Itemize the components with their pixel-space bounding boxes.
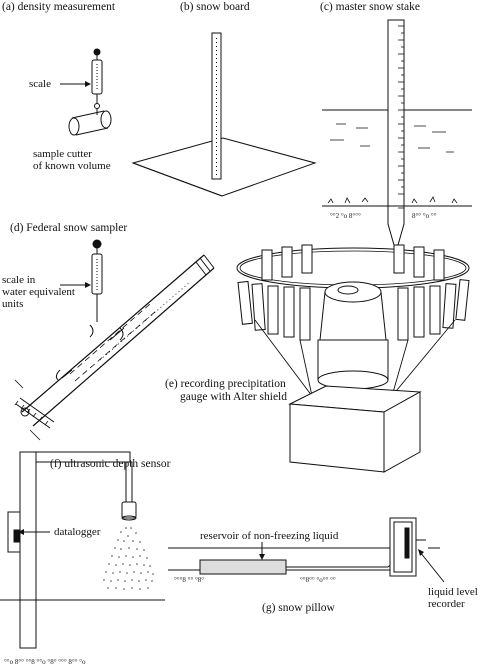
caption-federal-snow-sampler: (d) Federal snow sampler (10, 222, 128, 234)
snow-pillow-drawing: °°°8 °° °8° °°8°° °o°° °° (168, 518, 444, 584)
svg-text:°°o 8°° °°8 °°o °8° °°° 8°° °o: °°o 8°° °°8 °°o °8° °°° 8°° °o (4, 658, 86, 666)
master-snow-stake-drawing: °°2 °o 8°°° 8°° °o °° (322, 20, 472, 252)
label-scale: scale (29, 78, 51, 90)
label-sample-cutter: sample cutter (33, 148, 92, 160)
alter-shield-gauge-drawing (237, 245, 469, 472)
federal-snow-sampler-drawing (15, 240, 214, 440)
label-recorder: recorder (428, 598, 465, 610)
caption-snow-pillow: (g) snow pillow (262, 602, 335, 614)
label-datalogger: datalogger (54, 526, 101, 538)
caption-ultrasonic-depth-sensor: (f) ultrasonic depth sensor (50, 458, 171, 470)
snow-board-drawing (133, 33, 315, 196)
label-reservoir: reservoir of non-freezing liquid (200, 530, 339, 542)
svg-text:°°8°° °o°° °°: °°8°° °o°° °° (300, 576, 336, 584)
ultrasonic-beam (103, 527, 154, 590)
caption-recording-precipitation: (e) recording precipitation (165, 378, 286, 390)
label-water-equivalent: water equivalent (2, 286, 75, 298)
caption-master-snow-stake: (c) master snow stake (320, 1, 420, 13)
svg-text:8°° °o °°: 8°° °o °° (412, 212, 437, 220)
label-units: units (2, 298, 24, 310)
density-measurement-drawing (60, 49, 111, 135)
caption-alter-shield: gauge with Alter shield (180, 391, 287, 403)
ground-texture: °°o 8°° °°8 °°o °8° °°° 8°° °o (4, 658, 86, 666)
svg-text:°°2 °o 8°°°: °°2 °o 8°°° (330, 212, 361, 220)
caption-snow-board: (b) snow board (180, 1, 250, 13)
label-known-volume: of known volume (33, 160, 111, 172)
label-scale-in: scale in (2, 274, 36, 286)
svg-text:°°°8 °° °8°: °°°8 °° °8° (174, 576, 204, 584)
label-liquid-level: liquid level (428, 586, 478, 598)
caption-density-measurement: (a) density measurement (2, 1, 116, 13)
ultrasonic-depth-sensor-drawing (0, 452, 165, 648)
